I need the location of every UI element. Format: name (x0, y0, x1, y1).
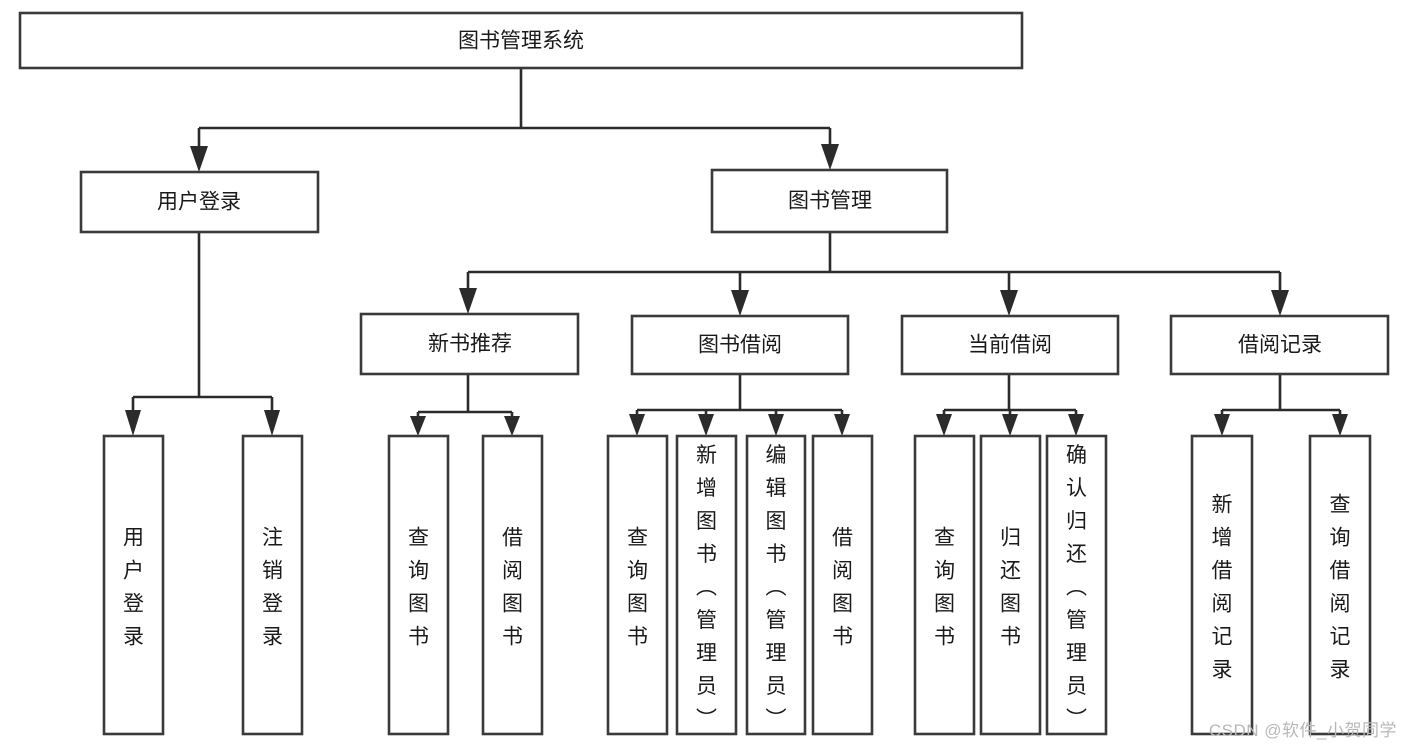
connector-bookmgmt-to-level3 (459, 232, 1289, 316)
node-root[interactable]: 图书管理系统 (18, 11, 1024, 70)
arrow-head-leaf-2 (264, 410, 280, 436)
leaf-node-13-label: 查询借阅记录 (1330, 494, 1351, 682)
leaf-node-12-box[interactable] (1190, 434, 1254, 736)
leaf-node-8[interactable]: 借阅图书 (811, 434, 874, 736)
node-book-management-label: 图书管理 (788, 190, 872, 213)
node-borrow-record-label: 借阅记录 (1238, 334, 1322, 357)
leaf-node-5-label: 查询图书 (627, 527, 648, 649)
leaf-node-8-box[interactable] (811, 434, 874, 736)
node-book-borrow-box[interactable] (630, 314, 850, 376)
leaf-node-1-label: 用户登录 (123, 527, 144, 649)
leaf-node-5-box[interactable] (606, 434, 669, 736)
arrow-head-leaf-10 (1002, 414, 1018, 436)
arrow-head-leaf-9 (936, 414, 952, 436)
node-new-book-recommend-box[interactable] (359, 312, 580, 376)
node-current-borrow-box[interactable] (900, 314, 1120, 376)
arrow-head-leaf-4 (504, 416, 520, 436)
connector-newbook-to-leaves (410, 374, 520, 436)
connector-root-to-level2 (190, 68, 839, 172)
arrow-head-leaf-6 (698, 414, 714, 436)
leaf-node-10[interactable]: 归还图书 (979, 434, 1042, 736)
node-borrow-record[interactable]: 借阅记录 (1169, 314, 1390, 376)
leaf-node-6[interactable]: 新增图书︵管理员︶ (675, 434, 738, 736)
arrow-head-leaf-11 (1068, 414, 1084, 436)
watermark-text: CSDN @软件_小贺同学 (1208, 721, 1397, 740)
connector-bookborrow-to-leaves (629, 374, 850, 436)
node-book-borrow[interactable]: 图书借阅 (630, 314, 850, 376)
leaf-node-10-label: 归还图书 (1000, 527, 1021, 649)
leaf-node-3-box[interactable] (387, 434, 450, 736)
node-user-login[interactable]: 用户登录 (79, 170, 320, 234)
leaf-node-4-label: 借阅图书 (502, 527, 523, 649)
leaf-node-11-box[interactable] (1045, 434, 1108, 736)
leaf-node-1[interactable]: 用户登录 (102, 434, 165, 736)
leaf-node-8-label: 借阅图书 (832, 527, 853, 649)
node-book-borrow-label: 图书借阅 (698, 334, 782, 357)
node-current-borrow[interactable]: 当前借阅 (900, 314, 1120, 376)
node-borrow-record-box[interactable] (1169, 314, 1390, 376)
node-new-book-recommend-label: 新书推荐 (428, 333, 512, 356)
leaf-node-3-label: 查询图书 (408, 527, 429, 649)
arrow-head-leaf-1 (125, 410, 141, 436)
connector-currentborrow-to-leaves (936, 374, 1084, 436)
node-user-login-box[interactable] (79, 170, 320, 234)
node-current-borrow-label: 当前借阅 (968, 334, 1052, 357)
arrow-head-leaf-8 (834, 414, 850, 436)
leaf-node-2-label: 注销登录 (262, 527, 283, 649)
connector-borrowrecord-to-leaves (1214, 374, 1348, 436)
leaf-node-5[interactable]: 查询图书 (606, 434, 669, 736)
arrow-head-leaf-13 (1332, 414, 1348, 436)
arrow-head-leaf-12 (1214, 414, 1230, 436)
leaf-node-9-box[interactable] (913, 434, 976, 736)
arrow-head-current (1000, 290, 1018, 316)
node-root-box[interactable] (18, 11, 1024, 70)
leaf-node-11[interactable]: 确认归还︵管理员︶ (1045, 434, 1108, 736)
arrow-head-record (1271, 290, 1289, 316)
leaf-node-2-box[interactable] (241, 434, 304, 736)
leaf-node-9-label: 查询图书 (934, 527, 955, 649)
arrow-head-borrow (731, 290, 749, 316)
leaf-node-13-box[interactable] (1308, 434, 1372, 736)
arrow-head-user-login (190, 146, 208, 172)
leaf-node-4[interactable]: 借阅图书 (481, 434, 544, 736)
leaf-node-11-label: 确认归还︵管理员︶ (1066, 444, 1087, 731)
node-book-management-box[interactable] (710, 168, 949, 234)
leaf-node-12[interactable]: 新增借阅记录 (1190, 434, 1254, 736)
node-user-login-label: 用户登录 (157, 191, 241, 214)
leaf-node-2[interactable]: 注销登录 (241, 434, 304, 736)
leaf-node-10-box[interactable] (979, 434, 1042, 736)
arrow-head-leaf-7 (768, 414, 784, 436)
leaf-node-13[interactable]: 查询借阅记录 (1308, 434, 1372, 736)
node-book-management[interactable]: 图书管理 (710, 168, 949, 234)
leaf-node-6-label: 新增图书︵管理员︶ (696, 444, 717, 731)
leaf-node-3[interactable]: 查询图书 (387, 434, 450, 736)
arrow-head-newbook (459, 288, 477, 314)
arrow-head-leaf-3 (410, 416, 426, 436)
leaf-node-7-label: 编辑图书︵管理员︶ (766, 444, 787, 731)
leaf-node-layer: 用户登录 注销登录 查询图书 借阅图书 查询图书 新增图书︵管理员︶ 编辑图书︵管理员︶ 借阅… (102, 434, 1372, 736)
connector-userlogin-to-leaves (125, 232, 280, 436)
node-root-label: 图书管理系统 (458, 30, 584, 53)
leaf-node-7[interactable]: 编辑图书︵管理员︶ (745, 434, 807, 736)
arrow-head-book-mgmt (821, 144, 839, 170)
leaf-node-9[interactable]: 查询图书 (913, 434, 976, 736)
node-new-book-recommend[interactable]: 新书推荐 (359, 312, 580, 376)
leaf-node-6-box[interactable] (675, 434, 738, 736)
leaf-node-1-box[interactable] (102, 434, 165, 736)
arrow-head-leaf-5 (629, 414, 645, 436)
leaf-node-12-label: 新增借阅记录 (1212, 494, 1233, 682)
leaf-node-4-box[interactable] (481, 434, 544, 736)
leaf-node-7-box[interactable] (745, 434, 807, 736)
